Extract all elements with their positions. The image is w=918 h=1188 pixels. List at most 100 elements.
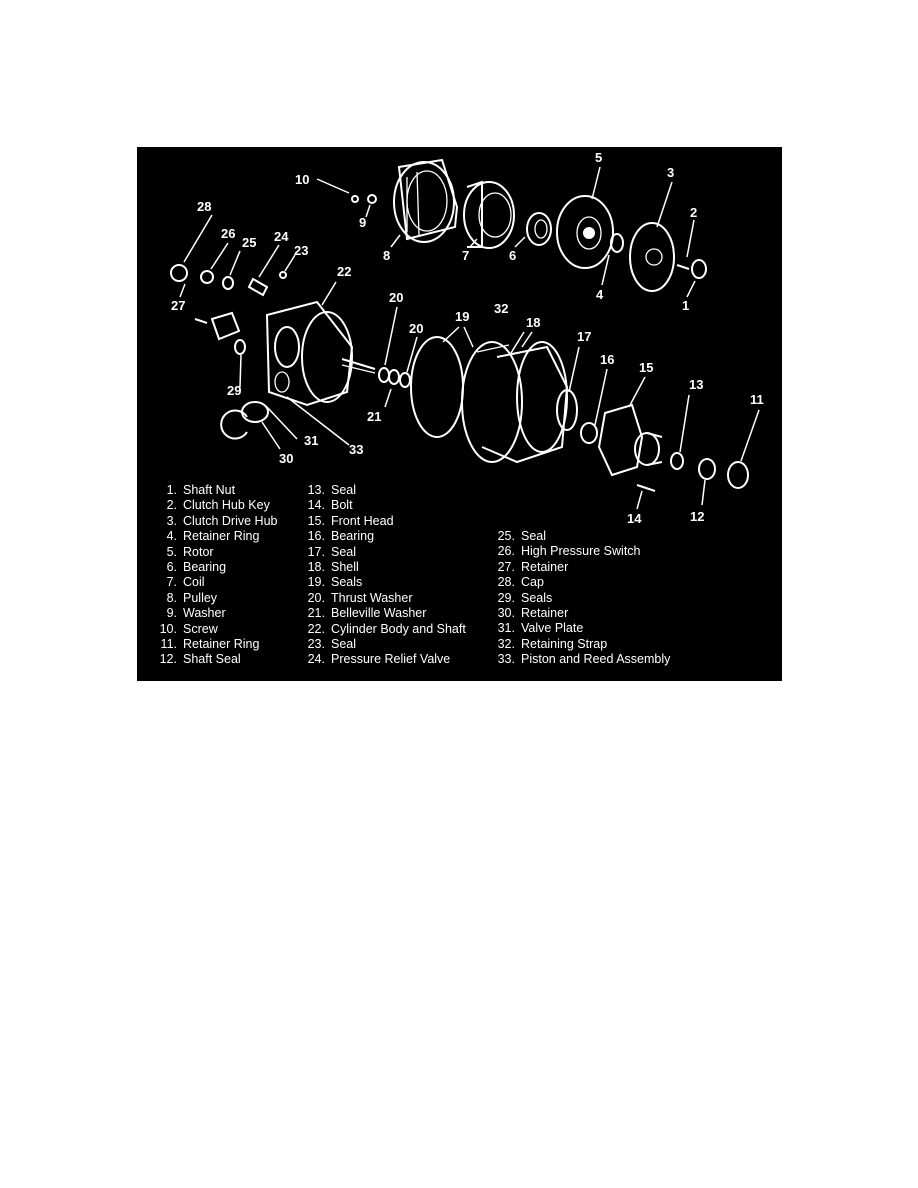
plate-and-bolt-left [194, 311, 246, 355]
legend-item-number: 3. [166, 513, 177, 528]
legend-item-label: Front Head [331, 513, 394, 528]
legend-item-label: Cylinder Body and Shaft [331, 621, 466, 636]
legend-item-number: 12. [159, 652, 177, 667]
legend-item-number: 25. [497, 529, 515, 543]
thrust-washer-part [378, 367, 390, 383]
legend-item-label: Retainer [521, 559, 569, 574]
legend-item-label: Piston and Reed Assembly [521, 652, 671, 667]
legend-item-label: Cap [521, 575, 544, 590]
legend-item-label: Washer [183, 606, 226, 621]
legend-item-label: Retainer Ring [183, 637, 260, 652]
seal-17-part [556, 389, 578, 431]
valve-plate-part [241, 401, 269, 423]
legend-item: 8.Pulley [147, 591, 277, 606]
legend-item: 21.Belleville Washer [305, 606, 466, 621]
exploded-view-figure: 10 9 8 7 6 5 4 3 2 1 28 26 25 24 23 27 2… [137, 147, 782, 681]
legend-item-label: Shell [331, 560, 359, 575]
legend-item: 6.Bearing [147, 560, 277, 575]
legend-item-label: Retainer Ring [183, 529, 260, 544]
callout-33: 33 [349, 442, 363, 457]
legend-item-number: 1. [166, 483, 177, 497]
callout-7: 7 [462, 248, 469, 263]
bolt-part [636, 484, 656, 492]
legend-item-label: Bolt [331, 498, 353, 513]
legend-item: 16. Bearing [305, 529, 466, 544]
legend-item: 5.Rotor [147, 545, 277, 560]
bearing-6-part [526, 212, 552, 246]
legend-item-number: 14. [307, 498, 325, 513]
switch-parts [170, 264, 287, 297]
legend-item: 27.Retainer [495, 560, 670, 575]
legend-item-number: 31. [497, 621, 515, 636]
callout-17: 17 [577, 329, 591, 344]
legend-item: 31.Valve Plate [495, 621, 670, 636]
legend-item-number: 16. [307, 529, 325, 544]
washer-part [367, 194, 377, 204]
front-head-part [597, 403, 663, 477]
legend-item-number: 10. [159, 621, 177, 636]
legend-item-number: 13. [307, 483, 325, 497]
legend-item: 1. Shaft Nut [147, 483, 277, 498]
callout-12: 12 [690, 509, 704, 524]
callout-5: 5 [595, 150, 602, 165]
legend-item-number: 30. [497, 606, 515, 621]
legend-item: 25.Seal [495, 529, 670, 544]
legend-item: 2.Clutch Hub Key [147, 498, 277, 513]
rotor-part [556, 195, 614, 269]
legend-item: 19.Seals [305, 575, 466, 590]
callout-20b: 20 [409, 321, 423, 336]
belleville-washer-part [388, 369, 400, 385]
callout-labels: 10 9 8 7 6 5 4 3 2 1 28 26 25 24 23 27 2… [171, 150, 764, 526]
seals-19-part [410, 336, 464, 438]
legend-item-label: Shaft Nut [183, 483, 236, 497]
legend-item: 28. Cap [495, 575, 670, 590]
legend-item-number: 23. [307, 637, 325, 652]
legend-item-number: 4. [166, 529, 177, 544]
callout-22: 22 [337, 264, 351, 279]
legend-item-number: 33. [497, 652, 515, 667]
shell-part [461, 341, 569, 464]
legend-item: 23.Seal [305, 637, 466, 652]
screw-part [351, 195, 359, 203]
legend-item-label: Seals [521, 590, 553, 605]
callout-20a: 20 [389, 290, 403, 305]
seal-13-part [670, 452, 684, 470]
legend-item: 24.Pressure Relief Valve [305, 652, 466, 667]
legend-item-label: Pulley [183, 590, 218, 605]
clutch-drive-hub-part [629, 222, 675, 292]
callout-10: 10 [295, 172, 309, 187]
legend-item-label: Bearing [331, 529, 375, 544]
legend-item-number: 15. [307, 513, 325, 528]
legend-item-label: Screw [183, 621, 218, 636]
legend-item-label: Seal [331, 544, 357, 559]
legend-item: 13.Seal [305, 483, 466, 498]
legend-item-number: 20. [307, 590, 325, 605]
callout-2: 2 [690, 205, 697, 220]
thrust-washer-2-part [399, 372, 411, 388]
legend-item-number: 22. [307, 621, 325, 636]
legend-item-number: 17. [307, 544, 325, 559]
legend-item-label: Coil [183, 575, 205, 590]
callout-15: 15 [639, 360, 653, 375]
callout-3: 3 [667, 165, 674, 180]
leader-lines [179, 166, 760, 510]
legend-item: 10. Screw [147, 622, 277, 637]
callout-4: 4 [596, 287, 604, 302]
legend-item: 22. Cylinder Body and Shaft [305, 622, 466, 637]
legend-item: 33. Piston and Reed Assembly [495, 652, 671, 667]
legend-item: 3.Clutch Drive Hub [147, 513, 278, 529]
legend-item-label: Rotor [183, 544, 214, 559]
shaft-seal-part [698, 458, 716, 480]
legend-item-number: 9. [166, 606, 177, 621]
legend-item-label: Bearing [183, 560, 227, 575]
legend-item-label: Shaft Seal [183, 652, 241, 667]
callout-25: 25 [242, 235, 256, 250]
legend-item: 9. Washer [147, 606, 277, 621]
legend-item-number: 28. [497, 575, 515, 590]
callout-21: 21 [367, 409, 381, 424]
legend-item-number: 11. [160, 637, 177, 652]
callout-18: 18 [526, 315, 540, 330]
